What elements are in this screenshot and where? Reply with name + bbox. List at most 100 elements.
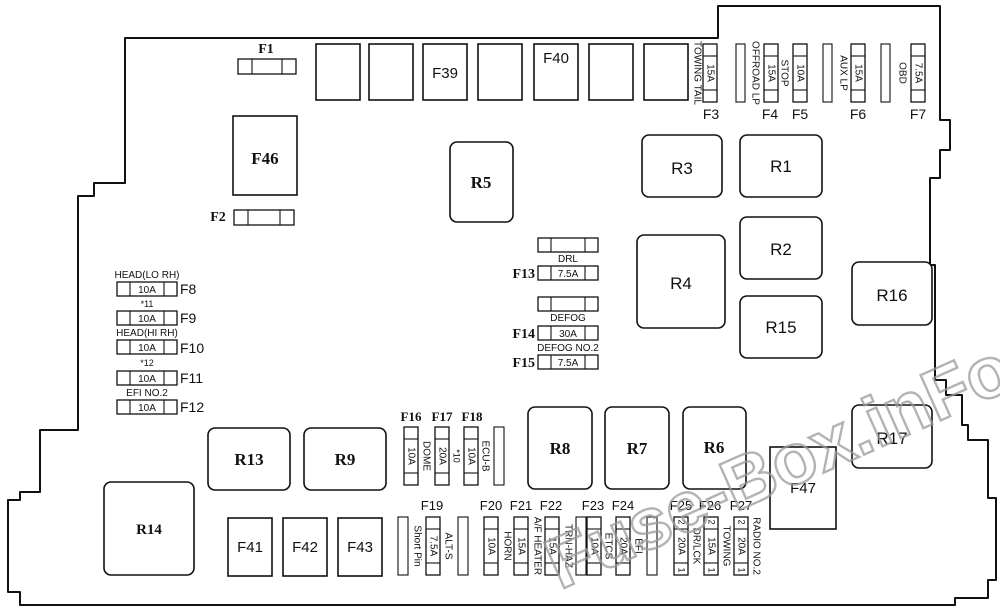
- fuse-F18-label: F18: [462, 409, 483, 424]
- fuse-F7-name: OBD: [896, 62, 907, 84]
- fuse-F17-name: *10: [452, 449, 462, 463]
- fuse-F5-label: F5: [792, 106, 809, 122]
- fuse-F8-name: HEAD(LO RH): [114, 270, 179, 281]
- fuse-F20-rating: 10A: [485, 537, 496, 555]
- fuse-F27: F27 20A 2 1 RADIO NO.2: [730, 498, 761, 576]
- fuse-F26-rating: 15A: [705, 537, 716, 555]
- fuse-F24-name: EFI: [632, 538, 643, 554]
- fuse-F7-label: F7: [910, 106, 927, 122]
- relay-R16: [851, 261, 933, 326]
- fuse-F7: 7.5A OBD F7: [880, 43, 927, 122]
- fuse-F10-label: F10: [180, 340, 204, 356]
- fuse-F43: [337, 517, 383, 577]
- fuse-slot-top-1: [315, 43, 361, 101]
- fuse-F3-label: F3: [703, 106, 720, 122]
- fuse-F10: HEAD(HI RH) 10A F10: [116, 328, 204, 356]
- fuse-F18-rating: 10A: [465, 447, 476, 465]
- fuse-F25-name: DR/LCK: [690, 528, 701, 565]
- fuse-F2-label: F2: [210, 210, 226, 225]
- fuse-F19-label: F19: [421, 498, 443, 513]
- fuse-F19-name: Short Pin: [411, 525, 422, 566]
- fuse-F25-pin1: 1: [677, 567, 687, 572]
- relay-R1-label: R1: [770, 157, 792, 176]
- fuse-F41: [227, 517, 273, 577]
- relay-R9-label: R9: [335, 450, 356, 469]
- relay-R5-label: R5: [471, 173, 492, 192]
- fuse-F21-label: F21: [510, 498, 532, 513]
- fuse-F12-label: F12: [180, 399, 204, 415]
- fuse-F5-name: STOP: [778, 59, 789, 86]
- fuse-F25: F25 20A 2 1 DR/LCK: [670, 498, 701, 576]
- fuse-F22: F22 15A TRN-HAZ: [540, 498, 573, 576]
- fuse-F9-label: F9: [180, 310, 197, 326]
- fuse-F25-label: F25: [670, 498, 692, 513]
- fuse-F13-name: DRL: [558, 254, 578, 265]
- fuse-F27-name: RADIO NO.2: [750, 517, 761, 575]
- fuse-F12-name: EFI NO.2: [126, 388, 168, 399]
- fuse-F3-rating: 15A: [704, 64, 715, 82]
- fuse-F20-name: HORN: [501, 531, 512, 560]
- fuse-F18-name: ECU-B: [479, 440, 490, 471]
- fuse-F46-label: F46: [251, 149, 278, 168]
- fuse-F15-name: DEFOG NO.2: [537, 343, 599, 354]
- fuse-F1: [237, 58, 297, 75]
- fuse-F13-rating: 7.5A: [558, 269, 579, 280]
- fuse-F21: F21 15A A/F HEATER: [510, 498, 542, 576]
- fuse-F14: DEFOG 30A F14: [512, 296, 599, 342]
- fuse-slot-top-6: [588, 43, 634, 101]
- fuse-F20: F20 10A HORN: [480, 498, 512, 576]
- fuse-F15: DEFOG NO.2 7.5A F15: [512, 343, 599, 371]
- relay-R4: [636, 234, 726, 329]
- relay-R3: [641, 134, 723, 198]
- fuse-F3: 15A TOWING TAIL F3: [691, 41, 719, 122]
- relay-R17: [851, 404, 933, 469]
- fuse-F16-rating: 10A: [405, 447, 416, 465]
- fuse-F16-label: F16: [401, 409, 422, 424]
- relay-R7-label: R7: [627, 439, 648, 458]
- fuse-F25-pin2: 2: [677, 519, 687, 524]
- fuse-F40-label: F40: [543, 50, 569, 67]
- fuse-F19-name2: ALT-S: [442, 532, 453, 559]
- fuse-F40: [533, 43, 579, 101]
- fuse-F16: F16 10A DOME: [401, 409, 431, 486]
- fuse-F8-rating: 10A: [138, 285, 156, 296]
- fuse-F14-label: F14: [512, 327, 535, 342]
- fuse-F23: F23 10A ETCS: [575, 498, 613, 576]
- fuse-F21-name: A/F HEATER: [531, 517, 542, 575]
- fuse-F27-pin1: 1: [737, 567, 747, 572]
- relay-R6: [682, 406, 747, 490]
- fuse-F19: F19 Short Pin 7.5A ALT-S: [397, 498, 469, 576]
- relay-R14: [103, 481, 195, 576]
- fuse-F47: [769, 446, 837, 530]
- fuse-F11: *12 10A F11: [116, 358, 203, 386]
- fuse-F24-label: F24: [612, 498, 634, 513]
- fuse-F13-label: F13: [512, 267, 535, 282]
- fuse-F2: [233, 209, 295, 226]
- fuse-F12: EFI NO.2 10A F12: [116, 388, 204, 415]
- fuse-F5-rating: 10A: [794, 64, 805, 82]
- relay-R3-label: R3: [671, 159, 693, 178]
- fuse-F27-label: F27: [730, 498, 752, 513]
- fuse-F41-label: F41: [237, 539, 263, 556]
- fuse-F24-rating: 20A: [617, 537, 628, 555]
- fuse-F4-label: F4: [762, 106, 779, 122]
- fuse-F16-name: DOME: [420, 441, 431, 471]
- fuse-F26-pin1: 1: [707, 567, 717, 572]
- relay-R8-label: R8: [550, 439, 571, 458]
- fuse-F9-rating: 10A: [138, 314, 156, 325]
- fuse-F15-label: F15: [512, 356, 535, 371]
- fuse-F4-name: OFFROAD LP: [749, 41, 760, 105]
- relay-R16-label: R16: [876, 286, 907, 305]
- relay-R5: [449, 141, 514, 223]
- fuse-F23-name: ETCS: [602, 533, 613, 560]
- fuse-F27-rating: 20A: [735, 537, 746, 555]
- relay-R13: [207, 427, 291, 491]
- fuse-F13: DRL 7.5A F13: [512, 237, 599, 282]
- fuse-F26-name: TOWING: [720, 526, 731, 567]
- fuse-F26-pin2: 2: [707, 519, 717, 524]
- fuse-box-outline: [7, 5, 997, 606]
- fuse-F22-rating: 15A: [546, 537, 557, 555]
- fuse-F23-rating: 10A: [588, 537, 599, 555]
- relay-R14-label: R14: [136, 522, 162, 538]
